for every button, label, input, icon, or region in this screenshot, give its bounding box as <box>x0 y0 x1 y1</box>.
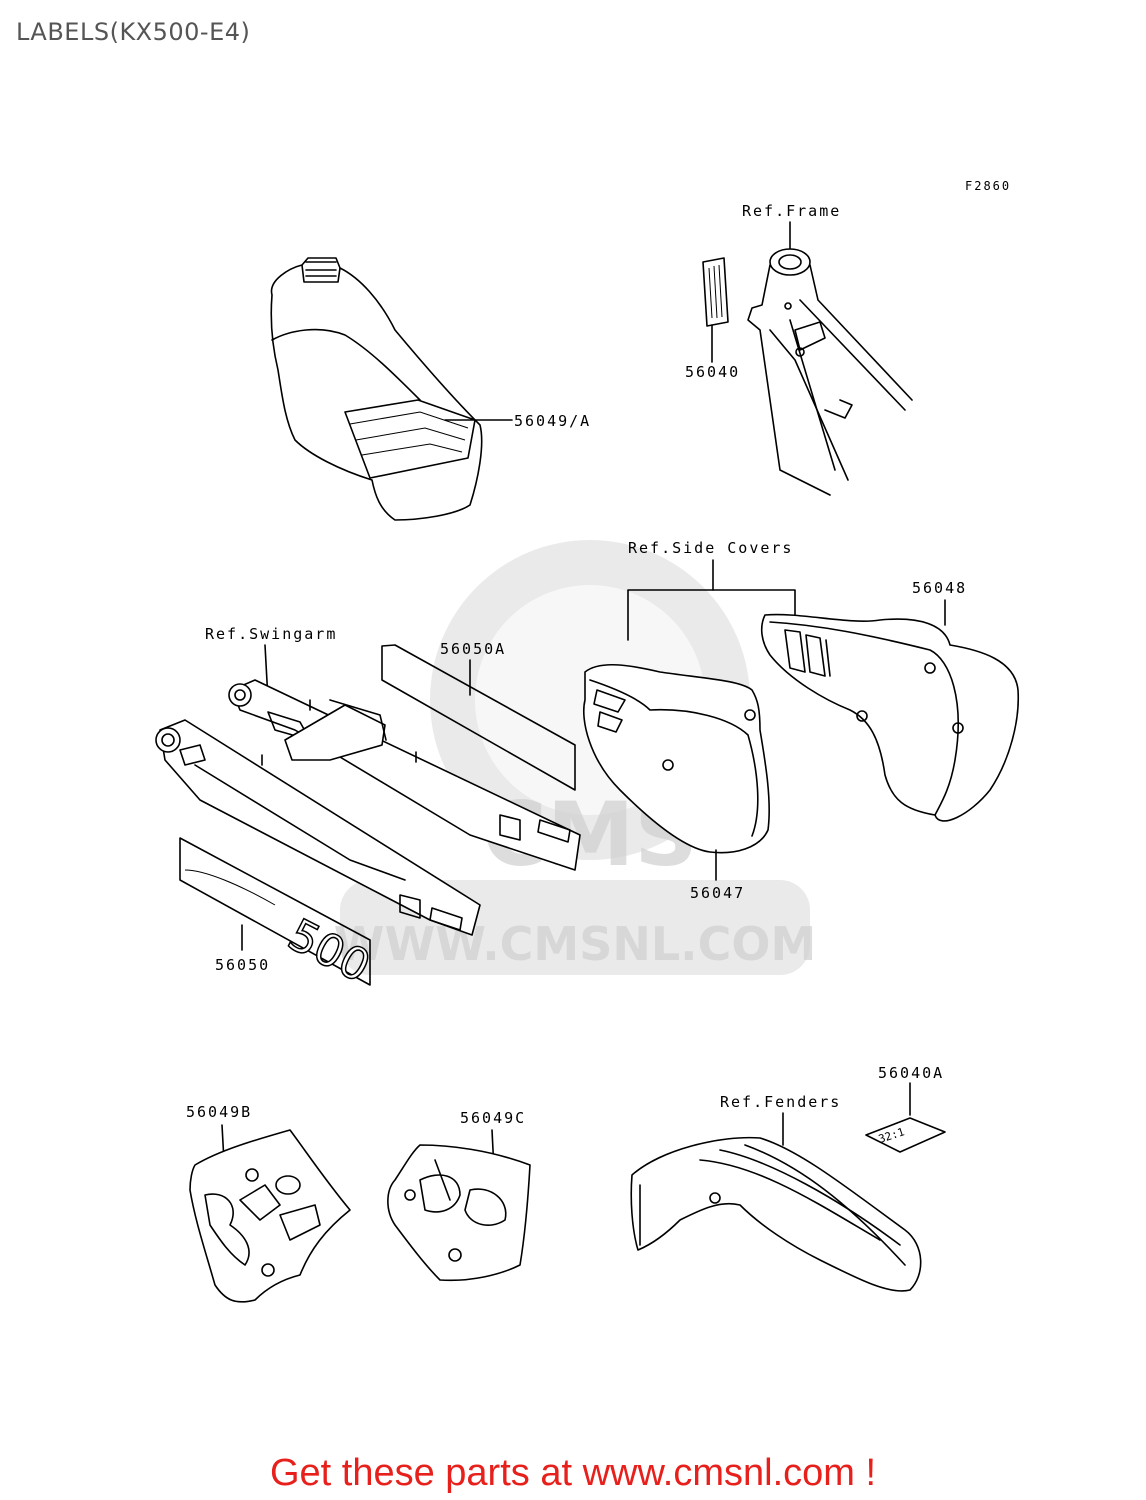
callout-56049A: 56049/A <box>514 412 591 430</box>
get-parts-link[interactable]: Get these parts at www.cmsnl.com ! <box>269 1452 877 1494</box>
ref-swingarm-label: Ref.Swingarm <box>205 625 337 643</box>
fuel-tank <box>270 257 483 521</box>
side-cover-56048 <box>760 613 1020 822</box>
callout-56049C: 56049C <box>460 1109 526 1127</box>
figure-code: F2860 <box>965 179 1011 193</box>
callout-56040A: 56040A <box>878 1064 944 1082</box>
callout-56048: 56048 <box>912 579 967 597</box>
callout-56040: 56040 <box>685 363 740 381</box>
frame <box>747 248 913 496</box>
callout-56050A: 56050A <box>440 640 506 658</box>
side-cover-56047 <box>582 663 770 854</box>
number-plate-56049C <box>387 1144 531 1282</box>
page-title: LABELS(KX500-E4) <box>16 18 251 46</box>
callout-56050: 56050 <box>215 956 270 974</box>
swingarm <box>155 679 581 936</box>
number-plate-56049B <box>189 1129 351 1303</box>
label-56040A: 32:1 <box>865 1117 946 1153</box>
ref-frame-label: Ref.Frame <box>742 202 841 220</box>
callout-56049B: 56049B <box>186 1103 252 1121</box>
front-fender <box>630 1136 922 1292</box>
callout-56047: 56047 <box>690 884 745 902</box>
ref-side-covers-label: Ref.Side Covers <box>628 539 793 557</box>
ref-fenders-label: Ref.Fenders <box>720 1093 841 1111</box>
label-56040 <box>702 257 729 327</box>
decal-56050A <box>381 644 576 791</box>
watermark-text: WWW.CMSNL.COM <box>334 917 817 971</box>
